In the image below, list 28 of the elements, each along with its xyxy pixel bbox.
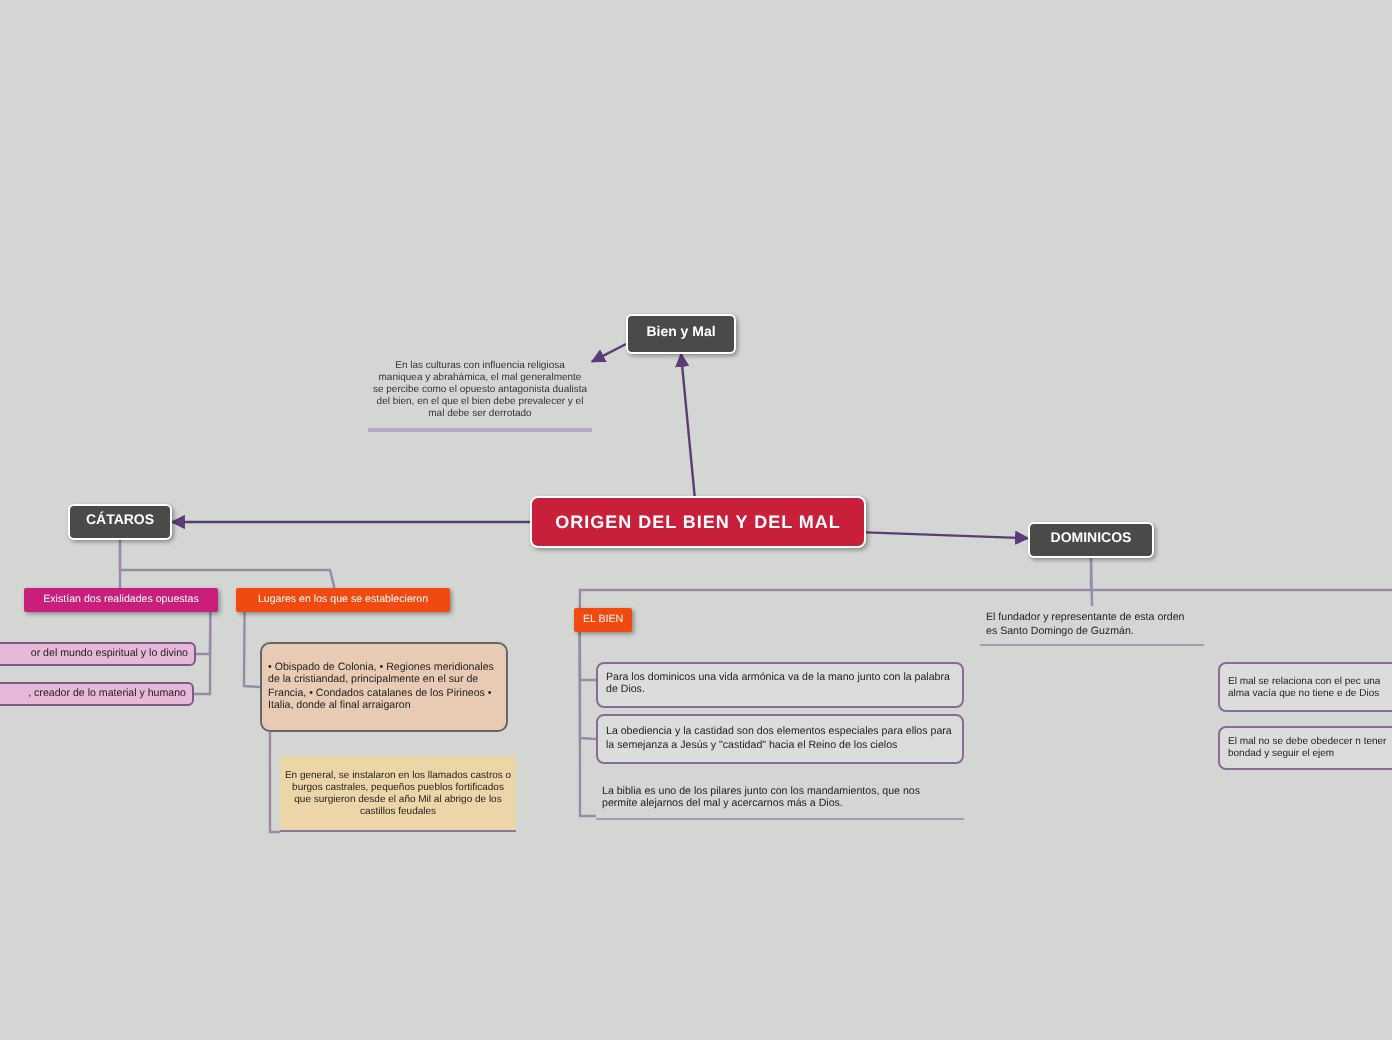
connector-line [242,612,261,689]
subtopic-box [574,608,632,632]
topic-box [626,314,736,354]
subtopic-box [24,588,218,612]
note-text [596,780,964,820]
note-text [980,606,1204,646]
central-topic-box [530,496,866,548]
connector-line [578,632,596,818]
connector-line [118,540,336,589]
arrow [590,342,627,363]
topic-box [1028,522,1154,558]
subtopic-box [0,682,194,706]
subtopic-box [1218,662,1392,712]
connector-line [578,558,1093,608]
subtopic-box [596,662,964,708]
topic-box [68,504,172,540]
connector-line [268,732,280,834]
arrow [865,530,1030,545]
subtopic-box [1218,726,1392,770]
arrow [170,514,530,530]
list-box [260,642,508,732]
note-box [280,756,516,832]
subtopic-box [236,588,450,612]
connector-line [194,612,212,696]
arrow [675,352,696,497]
subtopic-box [0,642,196,666]
subtopic-box [596,714,964,764]
node-label: ORIGEN DEL BIEN Y DEL MAL [553,511,843,533]
